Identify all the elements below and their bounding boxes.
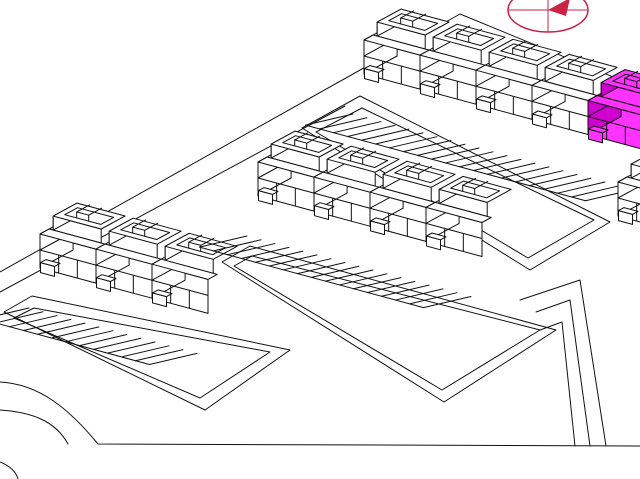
row-east-partial [617,158,640,225]
townhouse-unit [617,158,640,225]
townhouse-unit [531,53,618,135]
parking-lot-middle [221,245,557,403]
townhouse-unit [257,130,344,212]
townhouse-unit [39,202,126,284]
townhouse-unit [587,69,640,150]
road-east-edge-c [539,321,576,447]
north-arrow-icon [507,0,589,33]
townhouse-unit [419,23,506,105]
road-east-edge-b [535,299,591,447]
townhouse-unit [425,175,512,257]
road-edges [0,279,640,479]
parking-stalls [199,235,472,309]
townhouse-unit [151,232,238,314]
road-curve-southwest [0,409,69,445]
townhouse-unit [313,145,400,227]
row-west [0,202,238,365]
townhouse-unit [363,8,450,90]
row-north [305,8,640,202]
road-curve-south [0,381,640,447]
townhouse-unit [95,217,182,299]
row-middle [199,130,512,309]
parking-stalls [305,113,634,202]
parking-stalls [0,307,198,365]
road-corner [0,461,19,479]
parking-lot-west [3,295,291,411]
road-east-edge-a [519,279,607,447]
